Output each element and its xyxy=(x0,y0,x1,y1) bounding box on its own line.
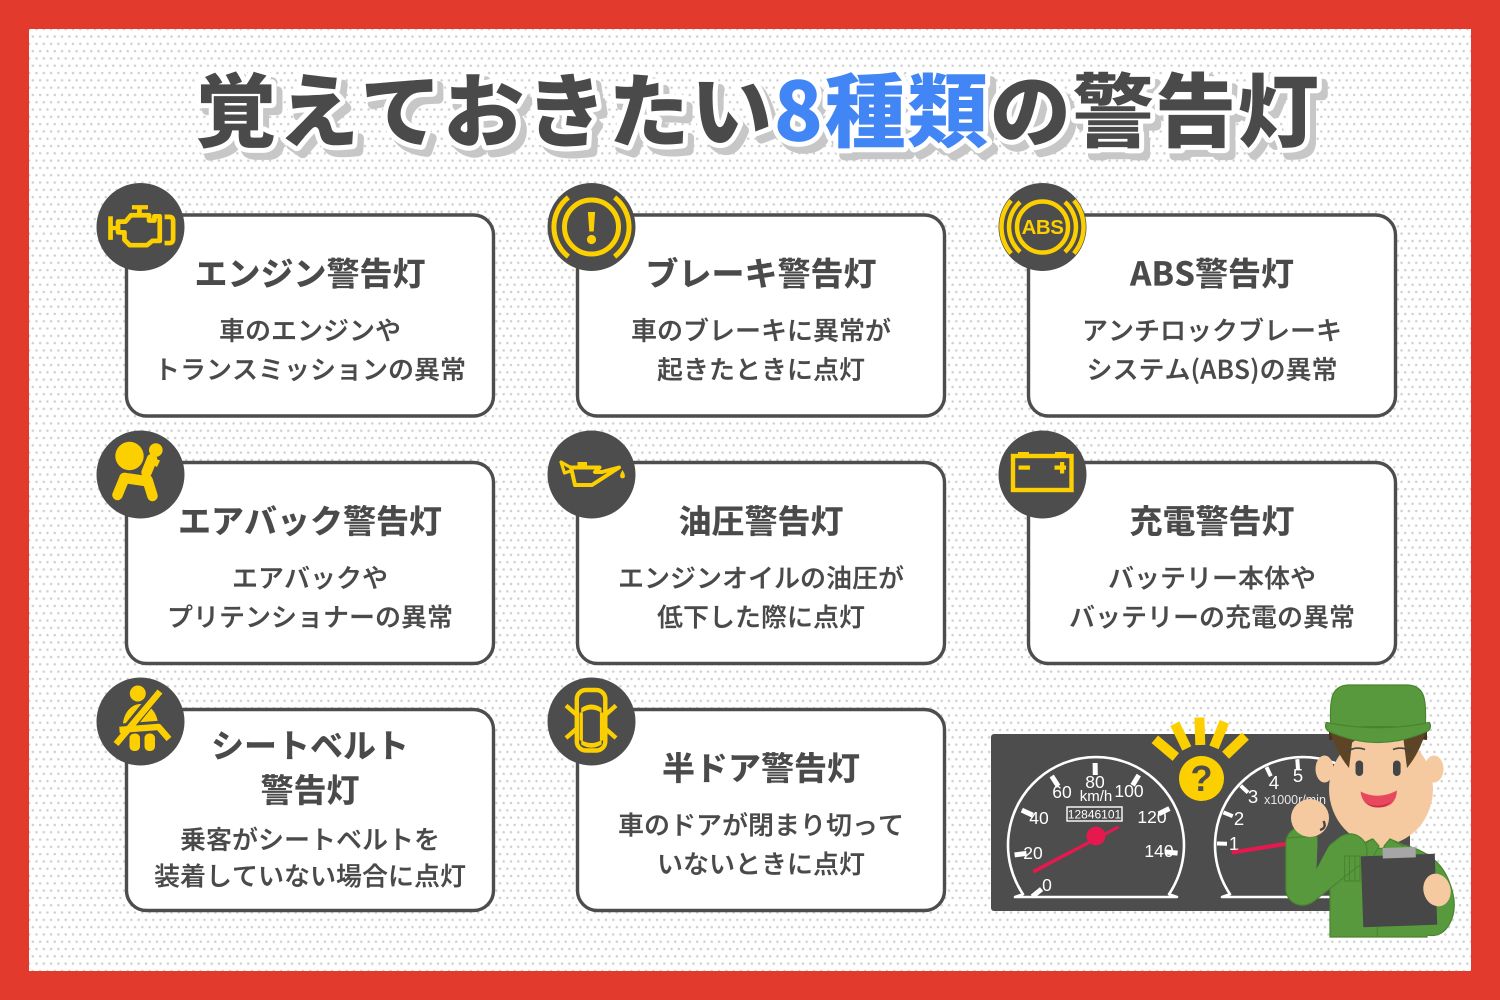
svg-text:4: 4 xyxy=(1269,772,1279,793)
svg-text:2: 2 xyxy=(1234,808,1244,829)
svg-text:?: ? xyxy=(1191,758,1213,799)
svg-text:20: 20 xyxy=(1023,843,1043,863)
svg-text:3: 3 xyxy=(1248,786,1258,807)
svg-text:100: 100 xyxy=(1114,781,1143,801)
svg-text:12846101: 12846101 xyxy=(1068,808,1122,822)
svg-text:0: 0 xyxy=(1042,875,1052,895)
svg-text:40: 40 xyxy=(1029,808,1049,828)
svg-text:ABS: ABS xyxy=(1022,216,1064,239)
svg-text:5: 5 xyxy=(1293,765,1303,786)
svg-text:60: 60 xyxy=(1052,782,1072,802)
svg-text:1: 1 xyxy=(1229,833,1239,854)
svg-text:120: 120 xyxy=(1137,807,1166,827)
svg-text:140: 140 xyxy=(1144,841,1173,861)
svg-text:km/h: km/h xyxy=(1080,788,1113,805)
svg-text:80: 80 xyxy=(1085,772,1105,792)
